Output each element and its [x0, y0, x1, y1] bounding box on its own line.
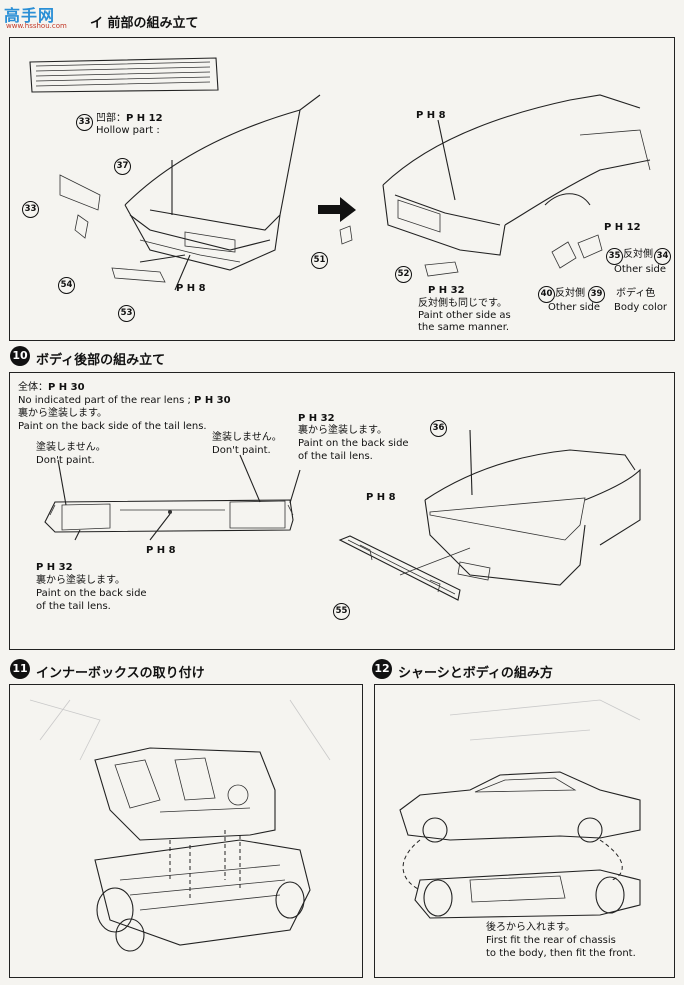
step10-title: ボディ後部の組み立て — [36, 353, 166, 368]
hollow-part-en: Hollow part : — [96, 125, 160, 136]
front-car-right-drawing — [339, 94, 651, 277]
step11-panel — [9, 684, 363, 978]
part-54: 54 — [58, 277, 75, 294]
rear-car-drawing — [338, 429, 641, 601]
watermark-url: www.hsshou.com — [6, 22, 67, 30]
other-side-jp: 反対側 — [623, 249, 653, 260]
part-55: 55 — [333, 603, 350, 620]
step12-note-en1: First fit the rear of chassis — [486, 935, 616, 946]
part-53: 53 — [118, 305, 135, 322]
code-ph32: P H 32 — [428, 285, 465, 296]
dont-paint-en-left: Don't paint. — [36, 455, 95, 466]
part-33-left: 33 — [22, 201, 39, 218]
paint-back-jp: 裏から塗装します。 — [18, 408, 107, 419]
body-color-jp: ボディ色 — [616, 288, 656, 299]
tail-lens-drawing — [44, 454, 301, 541]
part-39: 39 — [588, 286, 605, 303]
body-drawing-step12 — [399, 771, 641, 843]
part-51: 51 — [311, 252, 328, 269]
chassis-drawing-step12 — [402, 699, 641, 919]
other-side2-jp: 反対側 — [555, 288, 585, 299]
paint-note-jp: 反対側も同じです。 — [418, 298, 507, 309]
dont-paint-jp-mid: 塗装しません。 — [212, 432, 282, 443]
part-40: 40 — [538, 286, 555, 303]
step12-panel — [374, 684, 675, 978]
step10-number: 10 — [10, 346, 30, 366]
code-ph12-right: P H 12 — [604, 222, 641, 233]
inner-box-drawing — [94, 747, 276, 900]
bottom-jp: 裏から塗装します。 — [36, 575, 125, 586]
part-33-grille: 33 — [76, 114, 93, 131]
bottom-en1: Paint on the back side — [36, 588, 147, 599]
paint-back-en: Paint on the back side of the tail lens. — [18, 421, 207, 432]
step10-panel — [9, 372, 675, 650]
step9-panel — [9, 37, 675, 341]
body-code: P H 8 — [366, 492, 396, 503]
other-side-en: Other side — [614, 264, 667, 275]
part-34: 34 — [654, 248, 671, 265]
dont-paint-en-mid: Don't paint. — [212, 445, 271, 456]
step12-note-jp: 後ろから入れます。 — [486, 922, 575, 933]
code-ph8-right: P H 8 — [416, 110, 446, 121]
part-35: 35 — [606, 248, 623, 265]
body-color-en: Body color — [614, 302, 668, 313]
mid-code: P H 8 — [146, 545, 176, 556]
watermark-logo: 高手网 www.hsshou.com — [4, 2, 84, 32]
step12-number: 12 — [372, 659, 392, 679]
other-side2-en: Other side — [548, 302, 601, 313]
chassis-drawing-step11 — [29, 699, 331, 952]
assembly-arrow — [318, 197, 356, 222]
code-ph8-left: P H 8 — [176, 283, 206, 294]
step11-number: 11 — [10, 659, 30, 679]
paint-note-en2: the same manner. — [418, 322, 510, 333]
no-indicated-line: No indicated part of the rear lens ; P H… — [18, 395, 231, 406]
right-en1: Paint on the back side — [298, 438, 409, 449]
part-37: 37 — [114, 158, 131, 175]
part-52: 52 — [395, 266, 412, 283]
step11-title: インナーボックスの取り付け — [36, 666, 205, 681]
right-jp: 裏から塗装します。 — [298, 425, 387, 436]
watermark-logo-text: 高手网 — [4, 6, 56, 25]
step12-note-en2: to the body, then fit the front. — [486, 948, 636, 959]
dont-paint-jp-left: 塗装しません。 — [36, 442, 106, 453]
right-en2: of the tail lens. — [298, 451, 373, 462]
right-code: P H 32 — [298, 413, 335, 424]
grille-part-drawing — [29, 57, 219, 93]
front-car-left-drawing — [59, 94, 321, 291]
paint-note-en1: Paint other side as — [418, 310, 511, 321]
whole-label: 全体：P H 30 — [18, 382, 85, 393]
step12-title: シャーシとボディの組み方 — [398, 666, 553, 681]
hollow-part-jp: 凹部：P H 12 — [96, 113, 163, 124]
step9-title: イ 前部の組み立て — [90, 16, 199, 31]
part-36: 36 — [430, 420, 447, 437]
bottom-code: P H 32 — [36, 562, 73, 573]
bottom-en2: of the tail lens. — [36, 601, 111, 612]
